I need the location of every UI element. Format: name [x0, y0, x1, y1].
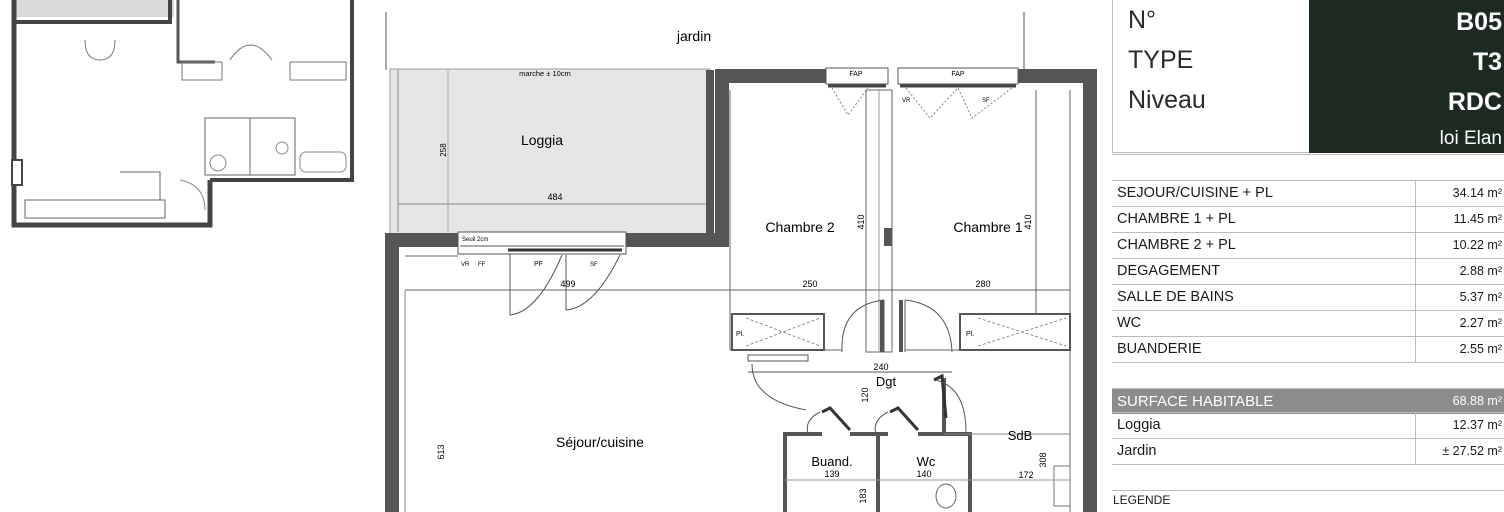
law-label: loi Elan [1439, 128, 1502, 149]
svg-text:Seuil 2cm: Seuil 2cm [462, 237, 488, 243]
loggia-area [389, 68, 711, 235]
spacer-row [1112, 362, 1504, 388]
spacer-row [1112, 154, 1504, 180]
no-label: N° [1128, 6, 1157, 34]
sejour-label: Séjour/cuisine [556, 434, 644, 450]
key-plan [11, 0, 354, 228]
svg-text:183: 183 [858, 488, 868, 503]
svg-text:FAP: FAP [951, 71, 965, 78]
dgt-label: Dgt [876, 374, 897, 389]
svg-text:280: 280 [975, 279, 990, 289]
svg-text:240: 240 [873, 362, 888, 372]
svg-text:250: 250 [802, 279, 817, 289]
jardin-label: jardin [676, 28, 711, 44]
header-values: B05 T3 RDC loi Elan [1309, 0, 1504, 153]
svg-text:Pl.: Pl. [736, 331, 744, 338]
extra-row: Jardin± 27.52 m² [1112, 438, 1504, 464]
svg-text:140: 140 [916, 469, 931, 479]
level-label: Niveau [1128, 86, 1206, 114]
wc-label: Wc [917, 454, 936, 469]
svg-text:SF: SF [590, 262, 598, 268]
floor-plan: jardin marche ± 10cm Loggia 258 484 FAP … [11, 0, 1097, 512]
svg-text:PF: PF [534, 261, 543, 268]
svg-text:VR: VR [902, 98, 911, 104]
loggia-label: Loggia [521, 132, 563, 148]
dim-258: 258 [439, 143, 448, 157]
type-label: TYPE [1128, 46, 1194, 74]
svg-text:139: 139 [824, 469, 839, 479]
header-labels: N° TYPE Niveau [1112, 0, 1310, 153]
level-value: RDC [1447, 88, 1502, 116]
window-chambre-1: FAP VR SF [897, 67, 1019, 119]
spacer-row [1112, 464, 1504, 490]
svg-text:Pl.: Pl. [966, 331, 974, 338]
svg-text:FF: FF [478, 262, 486, 268]
type-value: T3 [1472, 48, 1502, 76]
sdb-label: SdB [1008, 428, 1033, 443]
marche-label: marche ± 10cm [519, 69, 571, 78]
placard-chambre-1: Pl. [959, 313, 1071, 351]
svg-text:410: 410 [1023, 214, 1033, 229]
svg-text:VR: VR [461, 262, 470, 268]
svg-text:120: 120 [860, 387, 870, 402]
svg-text:308: 308 [1038, 452, 1048, 467]
svg-text:410: 410 [856, 214, 866, 229]
exterior-wall [385, 69, 1097, 512]
legend-row [1112, 490, 1504, 512]
svg-text:FAP: FAP [849, 71, 863, 78]
svg-text:613: 613 [436, 444, 446, 459]
svg-text:SF: SF [982, 98, 990, 104]
buanderie-label: Buand. [811, 454, 852, 469]
loggia-door: Seuil 2cm VR FF PF SF 499 [457, 231, 627, 316]
placard-chambre-2: Pl. [731, 313, 825, 351]
legend-title: LEGENDE [1113, 493, 1171, 507]
chambre-2-label: Chambre 2 [765, 219, 834, 235]
info-panel: N° TYPE Niveau B05 T3 RDC loi Elan SEJOU… [1110, 0, 1504, 512]
svg-text:499: 499 [560, 279, 575, 289]
svg-text:172: 172 [1018, 470, 1033, 480]
chambre-1-label: Chambre 1 [953, 219, 1022, 235]
no-value: B05 [1456, 8, 1502, 36]
dim-484: 484 [547, 192, 562, 202]
